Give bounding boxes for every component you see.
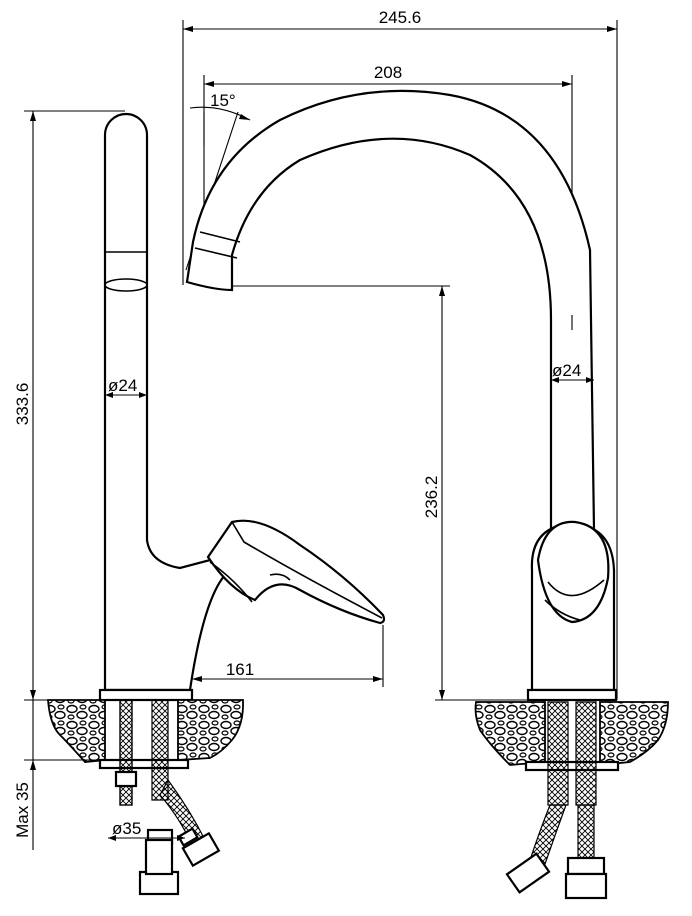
spout-height-label: 236.2 [422,476,441,519]
dimension-overall-reach: 245.6 [182,8,618,700]
body-diameter-side-label: ø24 [108,376,137,395]
front-view-countertop [474,701,669,900]
spout-reach-label: 208 [374,63,402,82]
side-view-faucet: ø24 [98,112,386,702]
overall-reach-label: 245.6 [379,8,422,27]
front-view-faucet: ø24 [185,89,618,702]
total-height-label: 333.6 [13,383,32,426]
spout-diameter-front-label: ø24 [552,361,581,380]
handle-reach-label: 161 [226,660,254,679]
mount-hole-diameter-label: ø35 [112,819,141,838]
spout-angle-label: 15° [210,91,236,110]
dimension-handle-reach: 161 [192,625,384,687]
dimension-spout-height: 236.2 [230,285,528,701]
max-mount-thickness-label: Max 35 [13,782,32,838]
side-view-countertop: Max 35 ø35 [13,699,244,896]
